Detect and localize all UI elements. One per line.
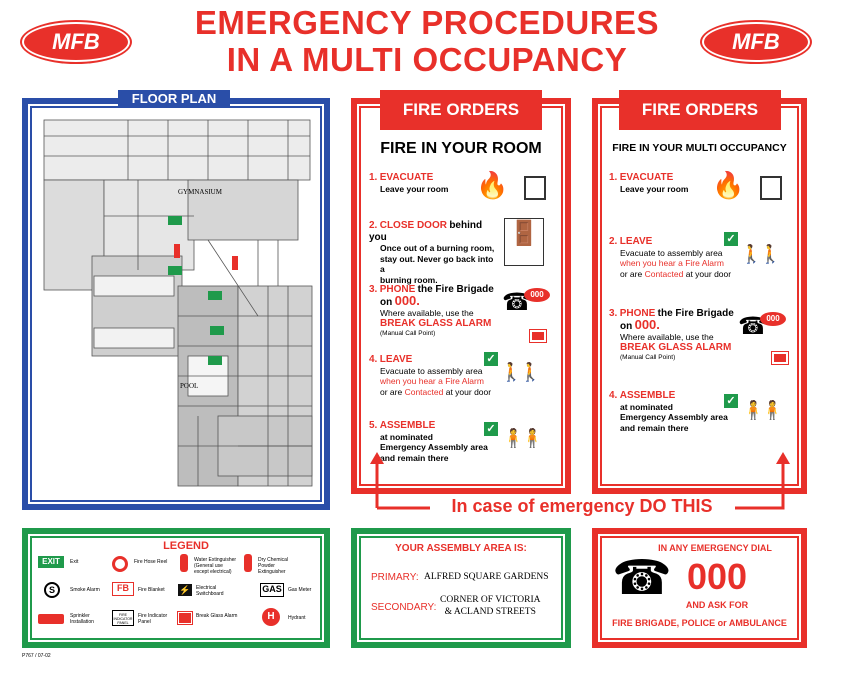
pool-label: POOL <box>180 382 199 390</box>
badge-000-multi: 000 <box>760 312 786 326</box>
smoke-alarm-icon: S <box>44 582 60 598</box>
fire-hose-reel-icon <box>112 556 128 572</box>
fire-orders-multi-panel <box>592 98 807 494</box>
dry-powder-extinguisher-icon <box>244 554 252 572</box>
multi-step-evacuate: 1. EVACUATE Leave your room <box>609 172 689 194</box>
assembled-group-icon: 🧍🧍 <box>502 428 544 448</box>
telephone-icon: ☎ <box>612 552 672 605</box>
primary-value: ALFRED SQUARE GARDENS <box>424 572 549 582</box>
assembly-title: YOUR ASSEMBLY AREA IS: <box>395 543 527 554</box>
mfb-logo-left: MFB <box>22 22 130 62</box>
room-step-leave: 4. LEAVE Evacuate to assembly area when … <box>369 354 492 397</box>
dial-services: FIRE BRIGADE, POLICE or AMBULANCE <box>612 618 787 628</box>
primary-label: PRIMARY: <box>371 572 419 583</box>
fire-orders-room-tab: FIRE ORDERS <box>380 90 542 130</box>
gymnasium-label: GYMNASIUM <box>178 188 222 196</box>
fire-icon: 🔥 <box>712 170 745 200</box>
room-step-assemble: 5. ASSEMBLE at nominated Emergency Assem… <box>369 420 488 463</box>
secondary-label: SECONDARY: <box>371 602 437 613</box>
title-line-1: EMERGENCY PROCEDURES <box>194 4 660 41</box>
check-icon: ✓ <box>484 352 498 366</box>
room-step-phone: 3. PHONE the Fire Brigade on 000. Where … <box>369 284 494 337</box>
close-door-person-icon: 🚪 <box>504 218 544 266</box>
secondary-value: CORNER OF VICTORIA & ACLAND STREETS <box>440 595 541 617</box>
hydrant-icon: H <box>262 608 280 626</box>
multi-step-phone: 3. PHONE the Fire Brigade on 000. Where … <box>609 308 734 361</box>
sprinkler-installation-icon <box>38 614 64 624</box>
dial-ask: AND ASK FOR <box>685 600 749 610</box>
break-glass-alarm-icon <box>772 352 788 364</box>
emergency-arrows <box>370 452 790 510</box>
floor-plan-panel: GYMNASIUM POOL <box>22 98 330 510</box>
mfb-logo-right: MFB <box>702 22 810 62</box>
check-icon: ✓ <box>484 422 498 436</box>
assembly-area-panel <box>351 528 571 648</box>
floor-plan-drawing <box>38 116 316 496</box>
emergency-banner: In case of emergency DO THIS <box>451 496 713 516</box>
legend-title: LEGEND <box>163 540 209 552</box>
badge-000-room: 000 <box>524 288 550 302</box>
fire-orders-multi-tab: FIRE ORDERS <box>619 90 781 130</box>
break-glass-alarm-icon <box>530 330 546 342</box>
title-line-2: IN A MULTI OCCUPANCY <box>226 41 628 78</box>
fire-in-multi-heading: FIRE IN YOUR MULTI OCCUPANCY <box>612 142 787 154</box>
fire-in-room-heading: FIRE IN YOUR ROOM <box>380 140 542 157</box>
water-extinguisher-icon <box>180 554 188 572</box>
emergency-dial-panel <box>592 528 807 648</box>
exit-door-icon <box>760 176 782 200</box>
multi-step-leave: 2. LEAVE Evacuate to assembly area when … <box>609 236 732 279</box>
fire-indicator-panel-icon: FIRE INDICATOR PANEL <box>112 610 134 626</box>
check-icon: ✓ <box>724 394 738 408</box>
electrical-switchboard-icon: ⚡ <box>178 584 192 596</box>
break-glass-alarm-icon <box>178 612 192 624</box>
footer-code: P767 / 07-02 <box>22 653 51 659</box>
assembled-group-icon: 🧍🧍 <box>742 400 784 420</box>
fire-icon: 🔥 <box>476 170 509 200</box>
floor-plan-tab: FLOOR PLAN <box>118 90 230 107</box>
multi-step-assemble: 4. ASSEMBLE at nominated Emergency Assem… <box>609 390 728 433</box>
walking-people-icon: 🚶🚶 <box>500 362 542 382</box>
fire-blanket-icon: FB <box>112 582 134 596</box>
dial-number: 000 <box>686 556 748 597</box>
room-step-close-door: 2. CLOSE DOOR behind you Once out of a b… <box>369 220 495 285</box>
room-step-evacuate: 1. EVACUATE Leave your room <box>369 172 449 194</box>
legend-panel <box>22 528 330 648</box>
walking-people-icon: 🚶🚶 <box>740 244 782 264</box>
exit-sign-icon: EXIT <box>38 556 64 568</box>
gas-meter-icon: GAS <box>260 583 284 597</box>
dial-title: IN ANY EMERGENCY DIAL <box>658 543 772 553</box>
legend-grid: EXIT Exit Fire Hose Reel Water Extinguis… <box>38 554 318 636</box>
check-icon: ✓ <box>724 232 738 246</box>
page-title: EMERGENCY PROCEDURES IN A MULTI OCCUPANC… <box>150 4 704 78</box>
exit-door-icon <box>524 176 546 200</box>
